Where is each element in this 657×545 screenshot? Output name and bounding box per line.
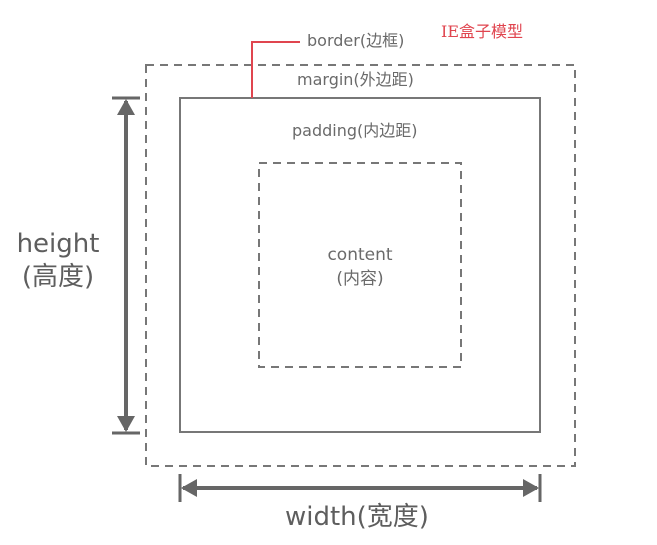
height-label-line1: height	[16, 229, 100, 259]
margin-label: margin(外边距)	[297, 70, 414, 89]
border-box	[179, 97, 541, 433]
content-label-line1: content	[327, 245, 393, 265]
height-label-line2: (高度)	[21, 262, 95, 292]
width-label: width(宽度)	[285, 502, 429, 532]
height-label: height (高度)	[8, 228, 108, 294]
diagram-title: IE盒子模型	[441, 22, 524, 41]
border-callout-line	[251, 41, 300, 98]
content-box-outline	[258, 162, 462, 368]
border-label: border(边框)	[307, 31, 405, 50]
width-arrow	[178, 474, 542, 502]
margin-box	[145, 64, 576, 467]
content-label: content (内容)	[260, 243, 460, 291]
padding-label: padding(内边距)	[292, 121, 418, 140]
height-arrow	[112, 96, 140, 435]
content-label-line2: (内容)	[336, 269, 384, 289]
